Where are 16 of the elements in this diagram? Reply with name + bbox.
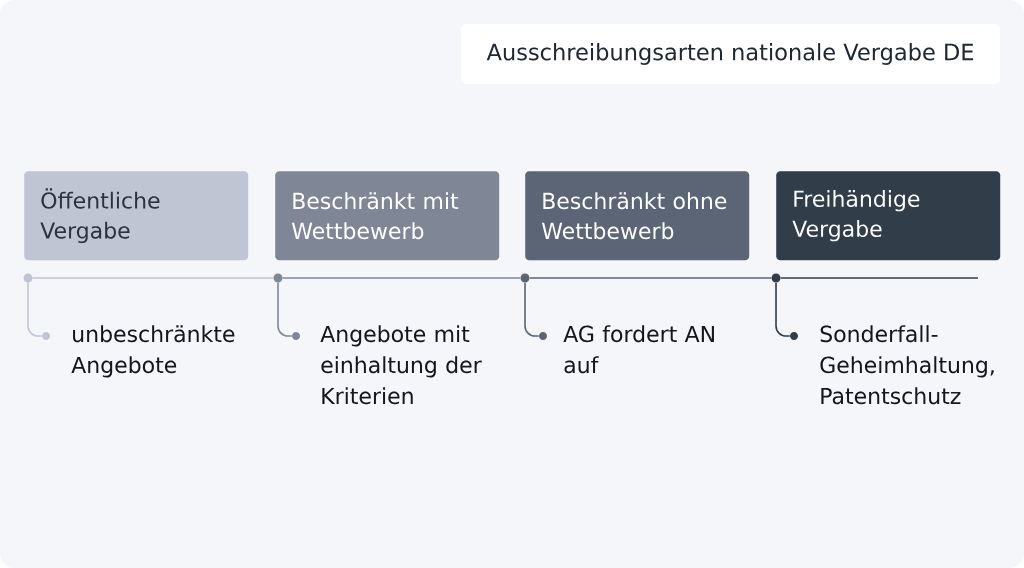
category-box: Öffentliche Vergabe [24,171,249,261]
timeline-line [528,277,773,279]
timeline-line [779,277,979,279]
description-text: unbeschränkte Angebote [71,325,235,378]
leader-line [277,281,293,337]
timeline-line [31,277,275,279]
category-box: Beschränkt ohne Wettbewerb [525,171,750,261]
description-text: AG fordert AN auf [563,325,714,374]
description-text: Angebote mit einhaltung der Kriterien [320,325,482,405]
leader-line [27,281,43,337]
description-text: Sonderfall-Geheimhaltung, Patentschutz [820,325,994,405]
title-box: Ausschreibungsarten nationale Vergabe DE [461,24,1000,84]
leader-line [524,281,540,337]
category-box: Freihändige Vergabe [776,171,1001,261]
timeline-line [281,277,522,279]
category-box: Beschränkt mit Wettbewerb [275,171,500,261]
